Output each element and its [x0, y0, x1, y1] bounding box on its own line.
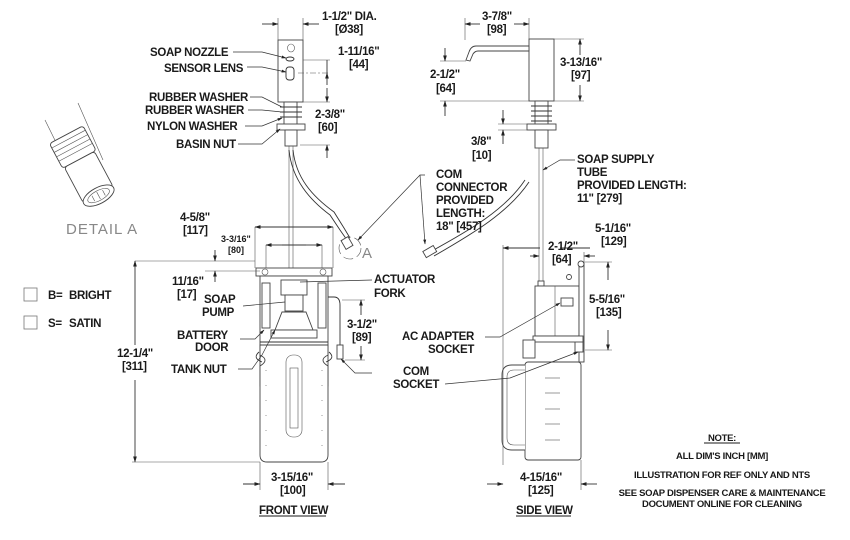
dim-head-diameter-in: 1-1/2" DIA.	[322, 11, 377, 23]
label-nylon-washer: NYLON WASHER	[147, 121, 238, 133]
com-connector-cable	[288, 149, 348, 241]
side-tank	[524, 361, 582, 461]
soap-nozzle	[285, 56, 295, 62]
dim-unit-depth-mm: [129]	[601, 236, 627, 248]
front-view-title: FRONT VIEW	[259, 505, 329, 517]
front-pump-assembly	[254, 227, 344, 463]
front-tank	[259, 344, 329, 463]
dim-hole-spacing-mm: [80]	[228, 245, 244, 255]
label-soap-pump-2: PUMP	[202, 307, 235, 319]
ac-adapter-socket	[560, 297, 574, 307]
front-dimensions	[132, 18, 365, 490]
label-soap-supply-2: TUBE	[577, 167, 608, 179]
dim-washer-height-mm: [60]	[318, 122, 338, 134]
dim-tank-width-in: 3-15/16"	[271, 472, 313, 484]
label-com-connector-1: COM	[436, 169, 462, 181]
note-line-2: ILLUSTRATION FOR REF ONLY AND NTS	[634, 470, 810, 481]
label-soap-supply-3: PROVIDED LENGTH:	[577, 180, 687, 192]
dim-com-height-mm: [89]	[352, 332, 372, 344]
dim-nut-height-in: 3/8"	[471, 136, 491, 148]
dim-head-diameter-mm: [Ø38]	[335, 24, 363, 36]
detail-a-marker: A	[362, 245, 373, 262]
label-com-socket-2: SOCKET	[393, 379, 439, 391]
finish-bright-code: B=	[48, 290, 63, 302]
label-soap-nozzle: SOAP NOZZLE	[150, 47, 229, 59]
side-dispenser-head	[465, 38, 557, 283]
dim-unit-depth-in: 5-1/16"	[595, 223, 631, 235]
side-spout	[465, 45, 530, 62]
note-title: NOTE:	[708, 433, 736, 444]
label-tank-nut: TANK NUT	[171, 364, 227, 376]
label-ac-adapter-1: AC ADAPTER	[402, 331, 475, 343]
finish-bright-checkbox[interactable]	[23, 287, 38, 302]
label-soap-supply-1: SOAP SUPPLY	[577, 154, 655, 166]
soap-pump	[284, 294, 304, 312]
label-rubber-washer-2: RUBBER WASHER	[145, 105, 245, 117]
note-line-3: SEE SOAP DISPENSER CARE & MAINTENANCE	[619, 488, 826, 499]
dim-sensor-height-mm: [44]	[349, 59, 369, 71]
dim-pump-offset-in: 2-1/2"	[548, 241, 578, 253]
dim-spout-height-in: 2-1/2"	[430, 69, 460, 81]
label-com-connector-4: LENGTH:	[436, 208, 485, 220]
label-soap-pump-1: SOAP	[204, 294, 236, 306]
com-socket	[336, 344, 344, 360]
label-basin-nut: BASIN NUT	[176, 139, 236, 151]
note-line-4: DOCUMENT ONLINE FOR CLEANING	[642, 499, 802, 510]
dim-sensor-height-in: 1-11/16"	[338, 46, 379, 58]
label-ac-adapter-2: SOCKET	[428, 344, 474, 356]
dim-overall-height-mm: [311]	[122, 361, 147, 373]
side-pump-assembly	[501, 260, 585, 461]
detail-a-connector	[44, 102, 115, 207]
side-dimensions	[440, 18, 612, 490]
label-com-connector-5: 18" [457]	[436, 221, 482, 233]
sensor-lens	[285, 66, 295, 81]
finish-bright-label: BRIGHT	[69, 290, 112, 302]
label-battery-door-2: DOOR	[195, 342, 229, 354]
label-actuator-fork-1: ACTUATOR	[374, 274, 436, 286]
detail-a-circle	[338, 236, 362, 260]
note-line-1: ALL DIM'S INCH [MM]	[676, 451, 768, 462]
finish-satin-checkbox[interactable]	[23, 315, 38, 330]
label-actuator-fork-2: FORK	[374, 288, 406, 300]
dim-tank-width-mm: [100]	[280, 485, 306, 497]
dim-spout-reach-mm: [98]	[487, 24, 507, 36]
basin-nut	[276, 123, 306, 131]
dim-bracket-offset-mm: [17]	[177, 289, 197, 301]
detail-a-title: DETAIL A	[66, 221, 138, 238]
label-battery-door-1: BATTERY	[177, 330, 229, 342]
dim-head-height-in: 3-13/16"	[560, 57, 602, 69]
label-com-socket-1: COM	[403, 366, 429, 378]
side-view-title: SIDE VIEW	[516, 505, 573, 517]
dim-washer-height-in: 2-3/8"	[315, 109, 345, 121]
side-handle	[501, 364, 525, 451]
dim-nut-height-mm: [10]	[472, 150, 492, 162]
tank-nut	[255, 351, 263, 363]
dim-bracket-width-mm: [117]	[183, 225, 208, 237]
label-sensor-lens: SENSOR LENS	[164, 63, 244, 75]
dim-spout-reach-in: 3-7/8"	[482, 11, 512, 23]
label-soap-supply-4: 11" [279]	[577, 193, 622, 205]
side-leaders	[444, 159, 579, 385]
front-dispenser-head	[276, 39, 330, 270]
label-com-connector-3: PROVIDED	[436, 195, 494, 207]
dim-pump-offset-mm: [64]	[552, 254, 572, 266]
finish-satin-code: S=	[48, 318, 62, 330]
dim-head-height-mm: [97]	[571, 70, 591, 82]
front-leaders	[233, 51, 427, 374]
dim-pump-height-mm: [135]	[596, 307, 622, 319]
battery-door	[261, 282, 271, 329]
dim-tank-depth-in: 4-15/16"	[520, 472, 562, 484]
label-rubber-washer-1: RUBBER WASHER	[149, 92, 249, 104]
dim-overall-height-in: 12-1/4"	[117, 348, 153, 360]
dim-bracket-offset-in: 11/16"	[172, 276, 204, 288]
dim-tank-depth-mm: [125]	[528, 485, 554, 497]
dim-pump-height-in: 5-5/16"	[589, 294, 625, 306]
dim-bracket-width-in: 4-5/8"	[180, 212, 210, 224]
finish-satin-label: SATIN	[69, 318, 101, 330]
dim-hole-spacing-in: 3-3/16"	[221, 234, 251, 244]
label-com-connector-2: CONNECTOR	[436, 182, 508, 194]
dim-spout-height-mm: [64]	[436, 83, 456, 95]
dim-com-height-in: 3-1/2"	[347, 319, 377, 331]
